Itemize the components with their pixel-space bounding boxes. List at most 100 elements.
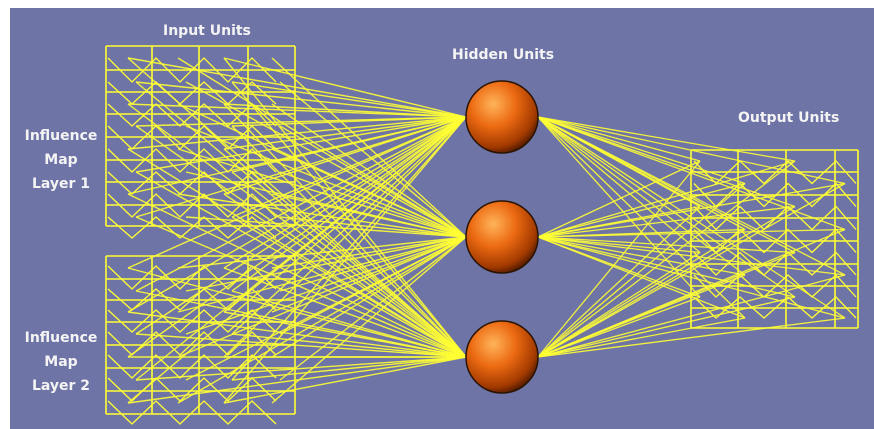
connection-line bbox=[127, 356, 467, 404]
connection-line bbox=[231, 171, 467, 358]
output-zigzag bbox=[693, 160, 857, 185]
connection-line bbox=[223, 116, 467, 269]
connection-line bbox=[177, 193, 467, 238]
connection-line bbox=[537, 160, 796, 238]
connection-line bbox=[135, 356, 467, 381]
connection-line bbox=[537, 116, 746, 185]
hidden-unit-node bbox=[465, 200, 539, 274]
connection-line bbox=[537, 236, 846, 276]
connection-line bbox=[279, 236, 467, 381]
connection-line bbox=[127, 116, 467, 404]
connection-line bbox=[271, 236, 467, 269]
input-zigzag bbox=[107, 148, 277, 173]
connection-line bbox=[177, 236, 467, 269]
influence-map-layer-2-label: Influence Map Layer 2 bbox=[18, 326, 104, 398]
connection-line bbox=[135, 333, 467, 358]
connection-line bbox=[537, 251, 701, 358]
input-zigzag bbox=[107, 377, 277, 402]
connection-line bbox=[231, 216, 467, 358]
connection-line bbox=[537, 116, 846, 319]
connection-line bbox=[271, 148, 467, 238]
connection-line bbox=[537, 236, 796, 254]
connection-line bbox=[231, 81, 467, 118]
connection-line bbox=[537, 317, 846, 358]
connection-line bbox=[231, 356, 467, 381]
connection-line bbox=[127, 57, 467, 358]
connection-line bbox=[537, 205, 796, 358]
layer-2-line-1: Influence bbox=[24, 330, 98, 346]
hidden-units-label: Hidden Units bbox=[452, 47, 555, 63]
connection-line bbox=[223, 103, 467, 118]
connection-line bbox=[537, 205, 701, 238]
connection-line bbox=[537, 296, 701, 358]
input-zigzag bbox=[107, 125, 277, 150]
output-zigzag bbox=[693, 274, 857, 298]
connection-line bbox=[537, 160, 701, 358]
connection-line bbox=[177, 236, 467, 313]
connection-line bbox=[231, 290, 467, 358]
input-hidden-connections bbox=[107, 57, 467, 425]
connection-line bbox=[537, 160, 796, 358]
input-zigzag bbox=[107, 171, 277, 195]
input-zigzag bbox=[107, 288, 277, 311]
input-zigzag bbox=[107, 265, 277, 290]
connection-line bbox=[537, 228, 746, 358]
connection-line bbox=[127, 116, 467, 195]
connection-line bbox=[537, 116, 701, 162]
output-zigzag bbox=[693, 251, 857, 276]
hidden-unit-node bbox=[465, 80, 539, 154]
input-zigzag bbox=[107, 193, 277, 218]
connection-line bbox=[127, 116, 467, 150]
connection-line bbox=[135, 116, 467, 173]
connection-line bbox=[135, 116, 467, 218]
connection-line bbox=[127, 103, 467, 358]
connection-line bbox=[537, 160, 701, 238]
connection-line bbox=[135, 116, 467, 292]
input-zigzag bbox=[107, 400, 277, 425]
connection-line bbox=[537, 317, 746, 358]
connection-line bbox=[271, 193, 467, 238]
connection-line bbox=[537, 116, 796, 208]
connection-line bbox=[223, 193, 467, 358]
connection-line bbox=[135, 125, 467, 358]
input-zigzag bbox=[107, 354, 277, 379]
connection-line bbox=[223, 103, 467, 358]
connection-line bbox=[279, 81, 467, 238]
output-units-label: Output Units bbox=[738, 110, 840, 126]
connection-line bbox=[127, 116, 467, 358]
hidden-output-connections bbox=[537, 116, 857, 358]
layer-2-line-2: Map bbox=[44, 354, 78, 370]
connection-line bbox=[177, 57, 467, 238]
connection-line bbox=[279, 125, 467, 238]
connection-line bbox=[223, 311, 467, 358]
layer-1-line-1: Influence bbox=[24, 128, 98, 144]
layer-2-line-3: Layer 2 bbox=[31, 378, 91, 394]
connection-line bbox=[185, 216, 467, 238]
input-zigzag bbox=[107, 216, 277, 239]
influence-map-layer-1-label: Influence Map Layer 1 bbox=[18, 124, 104, 196]
input-units-label: Input Units bbox=[163, 23, 251, 39]
connection-line bbox=[231, 333, 467, 358]
connection-line bbox=[127, 103, 467, 118]
connection-line bbox=[537, 116, 746, 276]
output-zigzag bbox=[693, 296, 857, 319]
connection-line bbox=[537, 236, 701, 254]
connection-line bbox=[537, 182, 746, 238]
connection-line bbox=[231, 116, 467, 381]
connection-line bbox=[271, 103, 467, 238]
connection-line bbox=[223, 57, 467, 118]
output-zigzag bbox=[693, 182, 857, 208]
connection-line bbox=[177, 236, 467, 358]
connection-line bbox=[223, 116, 467, 150]
connection-line bbox=[223, 116, 467, 404]
connection-line bbox=[537, 116, 701, 298]
connection-line bbox=[127, 267, 467, 358]
connection-line bbox=[135, 116, 467, 335]
connection-line bbox=[271, 236, 467, 404]
connection-line bbox=[231, 116, 467, 292]
connection-line bbox=[271, 236, 467, 358]
connection-line bbox=[537, 116, 846, 231]
layer-1-line-2: Map bbox=[44, 152, 78, 168]
output-zigzag bbox=[693, 228, 857, 254]
